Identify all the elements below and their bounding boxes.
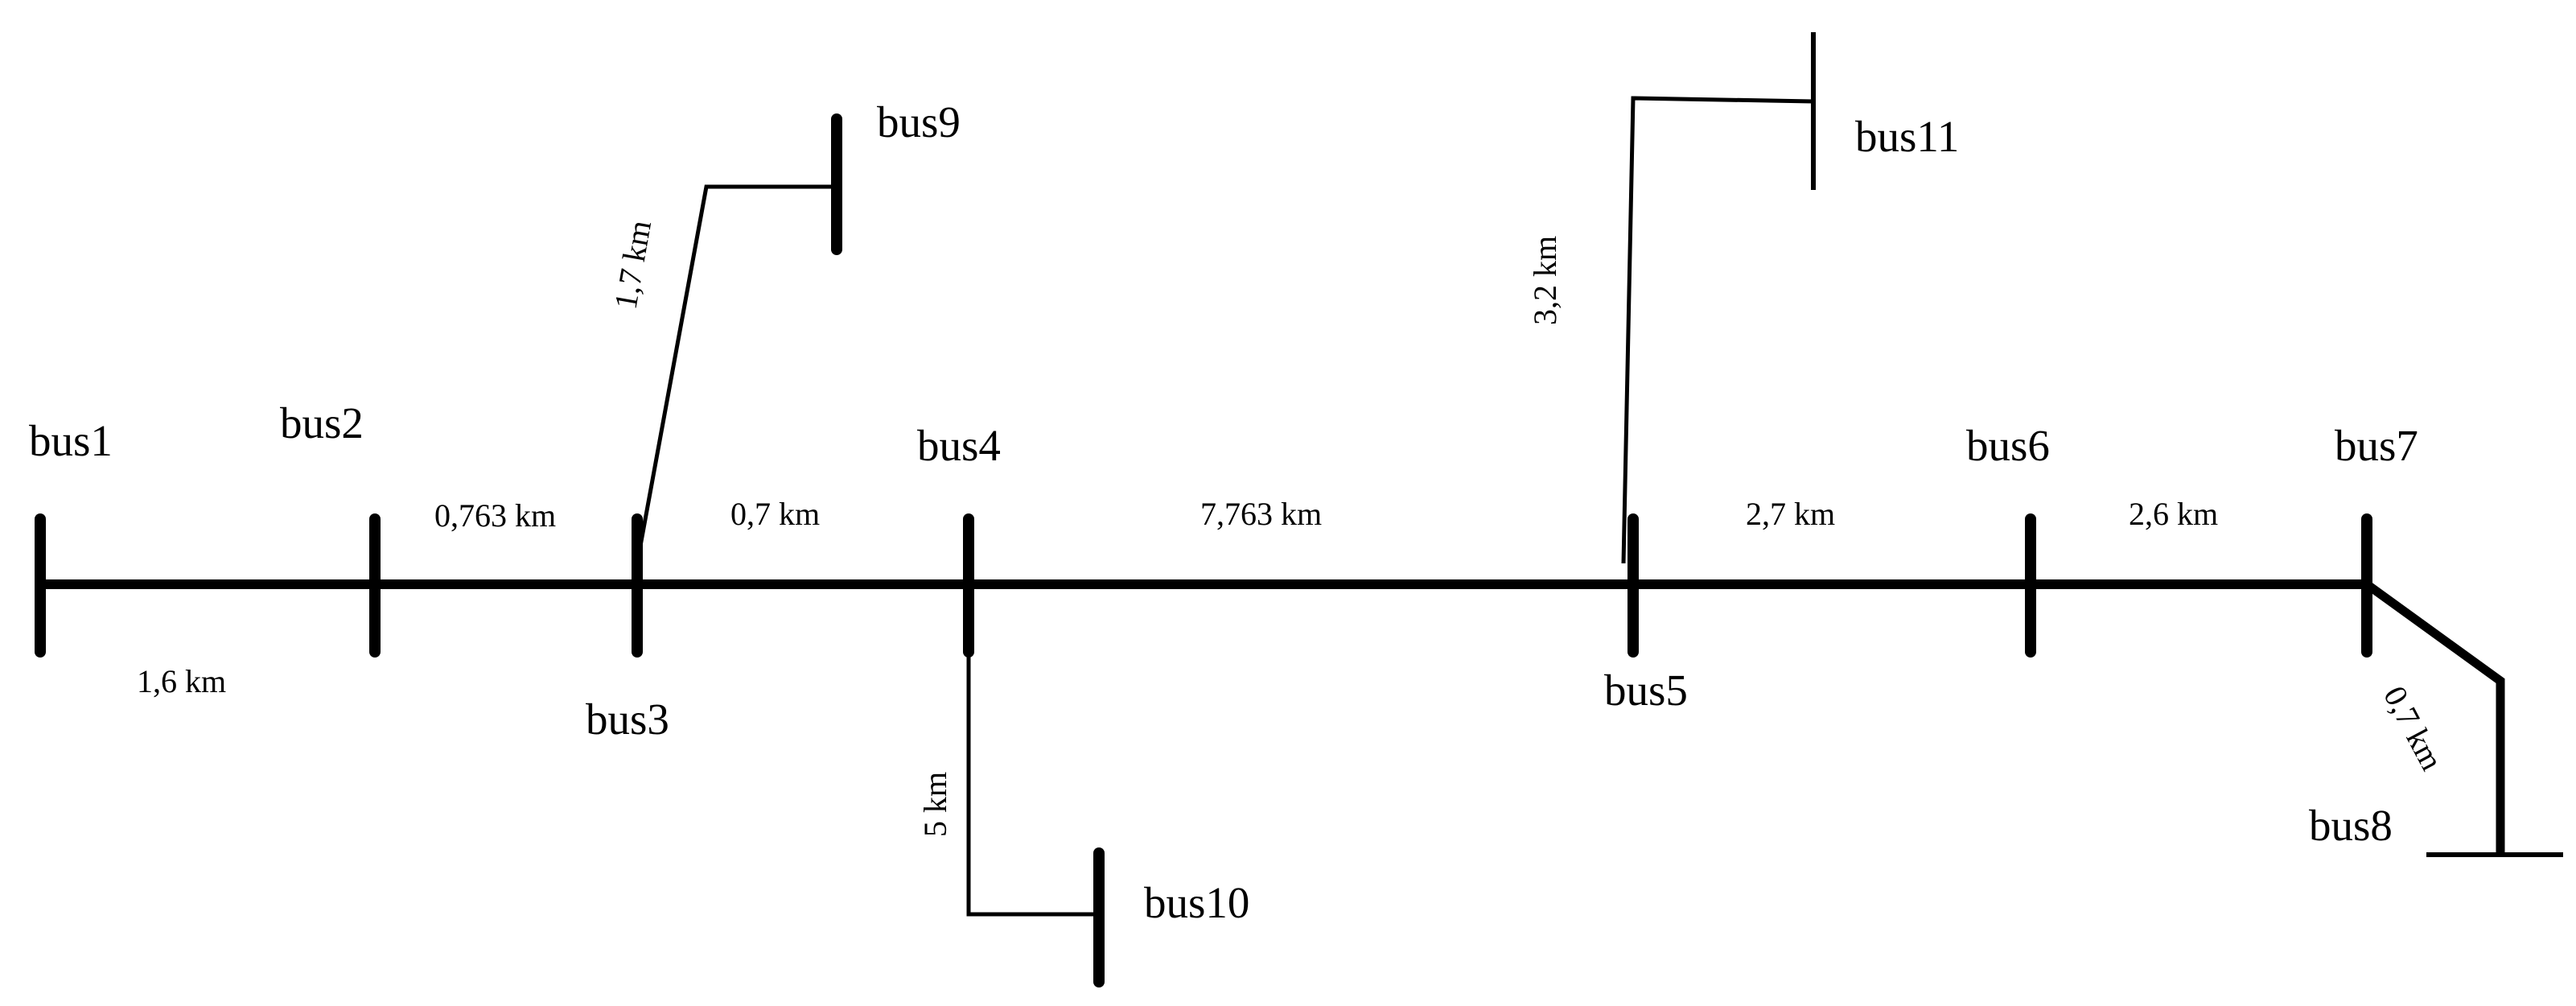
distance-bus2-bus3: 0,763 km: [434, 497, 556, 534]
distance-bus6-bus7: 2,6 km: [2129, 496, 2218, 532]
bus1-label: bus1: [29, 416, 113, 465]
distance-bus3-bus4: 0,7 km: [730, 496, 820, 532]
bus4-label: bus4: [917, 421, 1001, 470]
bus7-label: bus7: [2335, 421, 2418, 470]
bus5-label: bus5: [1604, 666, 1688, 715]
branch-bus4-bus10: [966, 636, 1099, 917]
bus10-label: bus10: [1144, 878, 1249, 927]
bus3-label: bus3: [586, 695, 669, 744]
branch-bus7-bus8: [2364, 580, 2505, 855]
distance-bus4-bus10: 5 km: [917, 772, 953, 837]
branch-bus5-bus11: [1621, 96, 1814, 564]
branch-bus3-bus9: [635, 184, 837, 564]
bus2-label: bus2: [280, 398, 364, 447]
distance-bus5-bus6: 2,7 km: [1746, 496, 1835, 532]
distance-bus5-bus11: 3,2 km: [1527, 236, 1563, 325]
distance-bus7-bus8: 0,7 km: [2376, 680, 2450, 776]
bus6-label: bus6: [1966, 421, 2050, 470]
distance-bus1-bus2: 1,6 km: [137, 663, 226, 699]
bus9-label: bus9: [877, 97, 961, 146]
bus11-label: bus11: [1855, 112, 1959, 161]
bus8-label: bus8: [2309, 801, 2393, 850]
distance-bus4-bus5: 7,763 km: [1200, 496, 1322, 532]
distance-bus3-bus9: 1,7 km: [607, 217, 659, 311]
